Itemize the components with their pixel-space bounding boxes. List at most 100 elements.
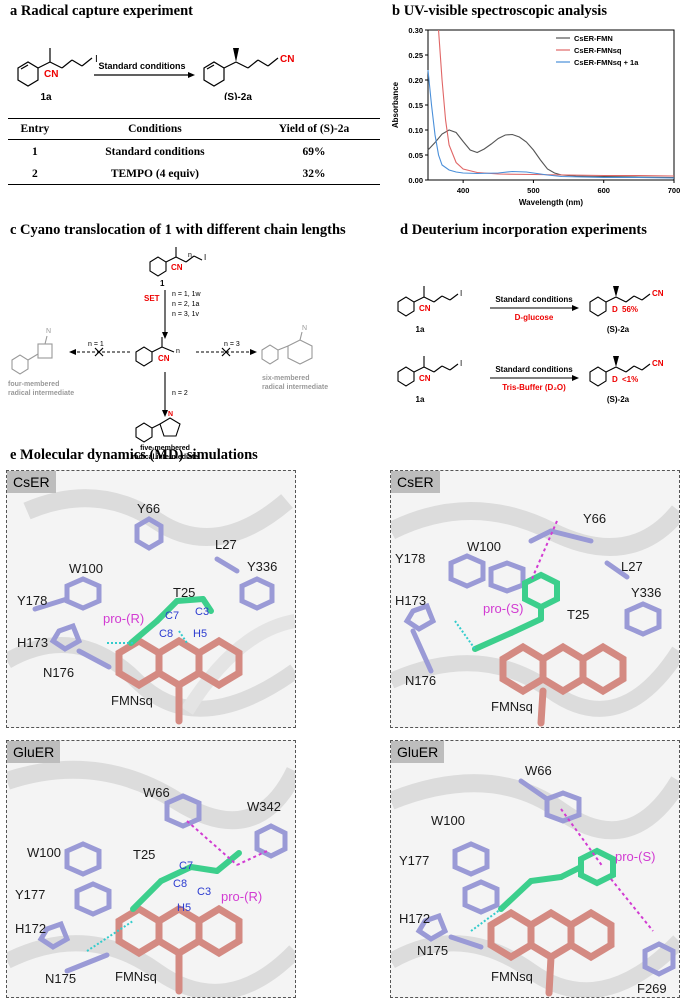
set-reagent: SET bbox=[144, 294, 160, 303]
substrate-label: 1a bbox=[416, 395, 425, 404]
residue-label: W342 bbox=[247, 799, 281, 814]
cn-label: CN bbox=[652, 359, 664, 368]
cell: Standard conditions bbox=[105, 146, 205, 158]
y-tick-label: 0.15 bbox=[408, 101, 423, 110]
plot-frame bbox=[427, 29, 675, 181]
arrow-conditions: Standard conditions bbox=[98, 61, 185, 71]
cell: 32% bbox=[247, 162, 380, 185]
table-row: 2 TEMPO (4 equiv) 32% bbox=[8, 162, 380, 185]
product-label: (S)-2a bbox=[607, 325, 630, 334]
residue-label: W100 bbox=[467, 539, 501, 554]
iodo-label: I bbox=[204, 253, 206, 262]
md-render: Y66 L27 W100 Y336 Y178 T25 C7 C3 pro-(R)… bbox=[7, 489, 295, 725]
n-subscript: n bbox=[188, 252, 192, 259]
deuterium-label: D bbox=[612, 375, 618, 384]
four-membered-label: four-membered bbox=[8, 381, 59, 388]
cell: 2 bbox=[8, 162, 62, 185]
cn-label: CN bbox=[652, 289, 664, 298]
residue-label: L27 bbox=[215, 537, 237, 552]
panel-c-scheme: n I CN 1 SET n = 1, 1w n = 2, 1a n = 3, … bbox=[8, 247, 328, 443]
x-tick-label: 700 bbox=[668, 186, 680, 195]
product-cn-label: CN bbox=[280, 54, 294, 65]
fmn-label: FMNsq bbox=[111, 693, 153, 708]
y-axis-label: Absorbance bbox=[391, 81, 400, 128]
col-entry: Entry bbox=[8, 118, 62, 140]
residue-label: H172 bbox=[399, 911, 430, 926]
series-line bbox=[427, 69, 675, 179]
atom-label: C8 bbox=[173, 878, 187, 890]
n1-label: n = 1 bbox=[88, 341, 104, 348]
stereo-label: pro-(R) bbox=[103, 611, 144, 626]
panel-d-scheme: I CN 1a Standard conditions D-glucose CN… bbox=[397, 286, 664, 404]
residue-label: Y336 bbox=[631, 585, 661, 600]
fmn-label: FMNsq bbox=[491, 969, 533, 984]
substrate-number: 1 bbox=[160, 279, 165, 288]
atom-label: C7 bbox=[165, 610, 179, 622]
residue-label: N175 bbox=[45, 971, 76, 986]
enzyme-tag: GluER bbox=[391, 741, 445, 763]
nitrogen-label: N bbox=[302, 325, 307, 332]
md-render: W66 W342 W100 T25 C7 C8 C3 Y177 pro-(R) … bbox=[7, 760, 295, 997]
residue-label: N176 bbox=[405, 673, 436, 688]
y-tick-label: 0.25 bbox=[408, 51, 423, 60]
x-axis-label: Wavelength (nm) bbox=[519, 198, 583, 207]
nitrogen-label: N bbox=[168, 411, 173, 418]
atom-label: C7 bbox=[179, 860, 193, 872]
residue-label: Y336 bbox=[247, 559, 277, 574]
fmn-label: FMNsq bbox=[115, 969, 157, 984]
panel-e-title: e Molecular dynamics (MD) simulations bbox=[10, 447, 258, 463]
cell: 69% bbox=[302, 146, 326, 158]
n3-label: n = 3 bbox=[224, 341, 240, 348]
product-label: (S)-2a bbox=[224, 92, 252, 100]
panel-b-title: b UV-visible spectroscopic analysis bbox=[392, 3, 607, 19]
iodo-label: I bbox=[460, 289, 462, 298]
stereo-label: pro-(S) bbox=[483, 601, 523, 616]
cn-label: CN bbox=[158, 354, 170, 363]
enzyme-tag: GluER bbox=[7, 741, 61, 763]
substrate-label: 1a bbox=[40, 92, 52, 100]
residue-label: F269 bbox=[637, 981, 667, 996]
legend-entry: CsER-FMN bbox=[574, 34, 613, 43]
additive-label: Tris-Buffer (D₂O) bbox=[502, 383, 566, 392]
panel-d-title: d Deuterium incorporation experiments bbox=[400, 222, 647, 238]
md-render: Y66 Y178 W100 L27 H173 pro-(S) T25 Y336 … bbox=[391, 502, 679, 727]
atom-label: C8 bbox=[159, 628, 173, 640]
x-tick-label: 400 bbox=[457, 186, 470, 195]
cell: 1 bbox=[32, 146, 38, 158]
y-tick-label: 0.00 bbox=[408, 176, 423, 185]
col-conditions: Conditions bbox=[61, 118, 248, 140]
five-membered-label: radical intermediate bbox=[131, 454, 199, 461]
atom-label: H5 bbox=[177, 902, 191, 914]
residue-label: W100 bbox=[431, 813, 465, 828]
cn-label: CN bbox=[44, 69, 58, 80]
col-yield: Yield of (S)-2a bbox=[247, 118, 380, 140]
substrate-label: 1a bbox=[416, 325, 425, 334]
n-option: n = 1, 1w bbox=[172, 291, 202, 298]
atom-label: C3 bbox=[195, 606, 209, 618]
residue-label: Y178 bbox=[395, 551, 425, 566]
five-membered-label: five-membered bbox=[140, 445, 190, 452]
residue-label: W66 bbox=[525, 763, 552, 778]
md-render: W66 W100 Y177 pro-(S) H172 N175 FMNsq F2… bbox=[391, 763, 679, 997]
cn-label: CN bbox=[171, 263, 183, 272]
md-panel-csER-proS: Y66 Y178 W100 L27 H173 pro-(S) T25 Y336 … bbox=[390, 470, 680, 728]
series-line bbox=[427, 129, 675, 179]
n-option: n = 3, 1v bbox=[172, 311, 200, 318]
residue-label: T25 bbox=[173, 585, 195, 600]
stereo-label: pro-(R) bbox=[221, 889, 262, 904]
residue-label: Y66 bbox=[137, 501, 160, 516]
fmn-label: FMNsq bbox=[491, 699, 533, 714]
panel-c-title: c Cyano translocation of 1 with differen… bbox=[10, 222, 346, 238]
incorporation-label: 56% bbox=[622, 305, 638, 314]
enzyme-tag: CsER bbox=[391, 471, 440, 493]
y-tick-label: 0.05 bbox=[408, 151, 423, 160]
yield-table: Entry Conditions Yield of (S)-2a 1 Stand… bbox=[8, 118, 380, 185]
six-membered-label: six-membered bbox=[262, 375, 309, 382]
deuterium-label: D bbox=[612, 305, 618, 314]
four-membered-label: radical intermediate bbox=[8, 390, 74, 397]
x-tick-label: 600 bbox=[597, 186, 610, 195]
product-2a-structure bbox=[203, 57, 279, 87]
substrate-1a-structure bbox=[17, 48, 93, 87]
residue-label: H172 bbox=[15, 921, 46, 936]
residue-label: L27 bbox=[621, 559, 643, 574]
